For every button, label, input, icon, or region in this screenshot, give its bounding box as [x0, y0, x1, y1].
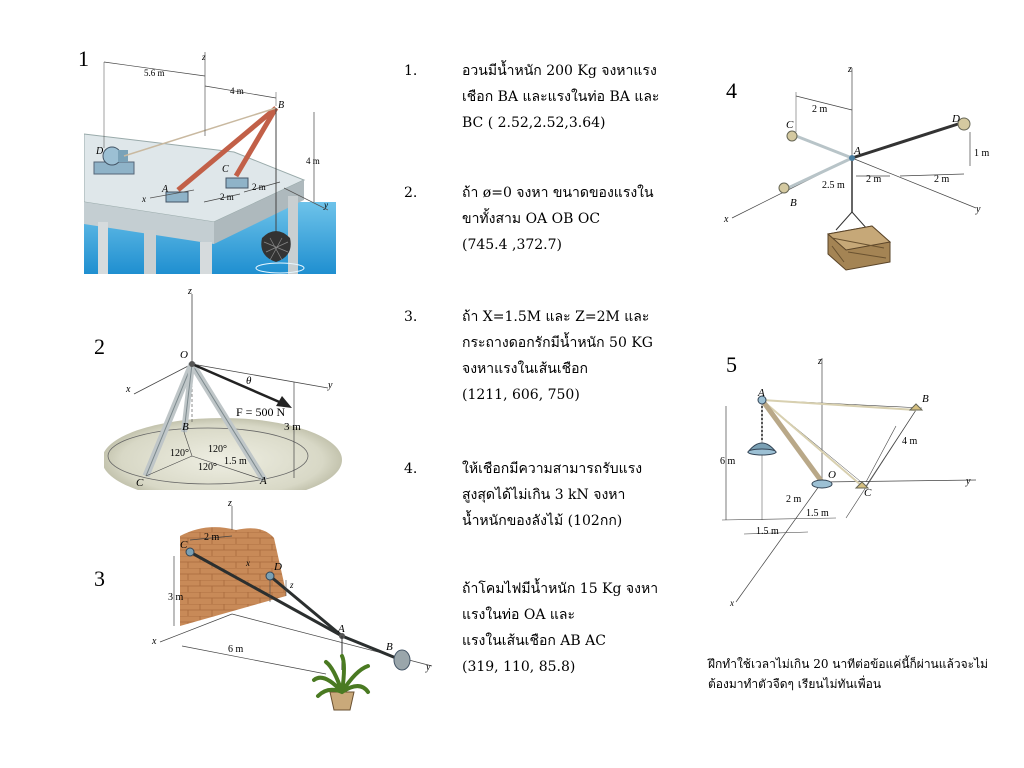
fig3-axis-y: y — [425, 662, 431, 673]
fig2-dim-height: 3 m — [284, 421, 301, 433]
fig3-dim-6m: 6 m — [228, 644, 244, 655]
fig4-dim-2m-top: 2 m — [812, 104, 828, 115]
fig1-label-a: A — [161, 184, 169, 195]
fig1-dim-5-6m: 5.6 m — [144, 68, 165, 78]
fig2-force-label: F = 500 N — [236, 405, 285, 419]
fig3-dim-2m: 2 m — [204, 532, 220, 543]
fig5-label-o: O — [828, 469, 836, 481]
fig4-axis-y: y — [975, 204, 981, 215]
fig1-dim-2m-b: 2 m — [220, 192, 234, 202]
fig4-label-b: B — [790, 197, 797, 209]
figure-5-lamp-pole: 6 m 4 m 2 m 1.5 m 1.5 m A B C O x y z — [720, 356, 977, 608]
figure-number-1: 1 — [78, 46, 89, 71]
problem-1: 1. อวนมีน้ำหนัก 200 Kg จงหาแรง เชือก BA … — [404, 58, 704, 142]
fig4-axis-x: x — [723, 214, 729, 225]
fig2-axis-y: y — [327, 380, 333, 391]
fig5-dim-6m: 6 m — [720, 456, 736, 467]
fig1-dim-4m-vertical: 4 m — [306, 156, 320, 166]
fig2-angle-1: 120° — [208, 444, 227, 455]
problem-4-text: ให้เชือกมีความสามารถรับแรง สูงสุดได้ไม่เ… — [462, 461, 643, 529]
fig3-axis-x: x — [151, 636, 157, 647]
fig5-axis-z: z — [817, 356, 822, 367]
problem-2-text: ถ้า ø=0 จงหา ขนาดของแรงใน ขาทั้งสาม OA O… — [462, 185, 654, 253]
fig2-dim-radius: 1.5 m — [224, 456, 247, 467]
fig3-dim-z: z — [289, 580, 294, 590]
fig2-label-b: B — [182, 421, 189, 433]
problem-1-number: 1. — [404, 63, 418, 79]
problem-2-number: 2. — [404, 185, 418, 201]
fig5-dim-2m: 2 m — [786, 494, 802, 505]
fig2-label-c: C — [136, 477, 144, 489]
fig1-axis-x: x — [141, 194, 146, 204]
fig4-dim-2m-mid: 2 m — [866, 174, 882, 185]
fig3-label-b: B — [386, 641, 393, 653]
figure-4-crate-cables: 2 m 1 m 2.5 m 2 m 2 m A B C D x y z — [723, 64, 990, 271]
fig1-label-c: C — [222, 164, 229, 175]
fig1-dim-4m-horizontal: 4 m — [230, 86, 244, 96]
fig2-angle-2: 120° — [170, 448, 189, 459]
fig3-dim-3m: 3 m — [168, 592, 184, 603]
fig2-label-o: O — [180, 349, 188, 361]
problem-2: 2. ถ้า ø=0 จงหา ขนาดของแรงใน ขาทั้งสาม O… — [404, 180, 704, 264]
fig2-axis-z: z — [187, 286, 192, 297]
problem-3: 3. ถ้า X=1.5M และ Z=2M และ กระถางดอกรักม… — [404, 304, 704, 414]
fig5-label-c: C — [864, 487, 872, 499]
fig1-dim-2m-a: 2 m — [252, 182, 266, 192]
problem-4-number: 4. — [404, 461, 418, 477]
fig4-label-c: C — [786, 119, 794, 131]
fig3-label-c: C — [180, 539, 188, 551]
problem-5: ถ้าโคมไฟมีน้ำหนัก 15 Kg จงหา แรงในท่อ OA… — [404, 576, 704, 686]
fig5-dim-1-5m-b: 1.5 m — [756, 526, 779, 537]
fig4-label-d: D — [951, 113, 960, 125]
problem-1-text: อวนมีน้ำหนัก 200 Kg จงหาแรง เชือก BA และ… — [462, 63, 660, 131]
fig2-angle-3: 120° — [198, 462, 217, 473]
fig4-label-a: A — [853, 145, 861, 157]
problem-5-text: ถ้าโคมไฟมีน้ำหนัก 15 Kg จงหา แรงในท่อ OA… — [462, 581, 659, 675]
problem-3-text: ถ้า X=1.5M และ Z=2M และ กระถางดอกรักมีน้… — [462, 309, 653, 403]
figure-2-tripod: O θ F = 500 N 3 m 1.5 m 120° 120° 120° A… — [104, 286, 352, 496]
fig1-label-b: B — [278, 100, 284, 111]
fig3-dim-x: x — [245, 558, 250, 568]
practice-note: ฝึกทำใช้เวลาไม่เกิน 20 นาทีต่อข้อแค่นี้ก… — [708, 657, 989, 691]
fig1-axis-y: y — [323, 200, 328, 210]
problem-3-number: 3. — [404, 309, 418, 325]
figure-3-wall-plant: 2 m 3 m 6 m x z A B C D x y z — [151, 498, 433, 711]
problem-4: 4. ให้เชือกมีความสามารถรับแรง สูงสุดได้ไ… — [404, 456, 704, 540]
fig5-axis-y: y — [965, 476, 971, 487]
fig1-label-d: D — [95, 146, 104, 157]
figure-number-5: 5 — [726, 352, 737, 377]
fig3-label-d: D — [273, 561, 282, 573]
fig4-dim-2m-right: 2 m — [934, 174, 950, 185]
fig5-dim-1-5m-a: 1.5 m — [806, 508, 829, 519]
figure-number-2: 2 — [94, 334, 105, 359]
fig5-axis-x: x — [729, 598, 734, 608]
fig2-axis-x: x — [125, 384, 131, 395]
fig5-dim-4m: 4 m — [902, 436, 918, 447]
figure-number-4: 4 — [726, 78, 737, 103]
fig5-label-b: B — [922, 393, 929, 405]
figure-number-3: 3 — [94, 566, 105, 591]
fig4-dim-2-5m: 2.5 m — [822, 180, 845, 191]
fig3-label-a: A — [337, 623, 345, 635]
fig2-label-a: A — [259, 475, 267, 487]
fig4-axis-z: z — [847, 64, 852, 75]
fig3-axis-z: z — [227, 498, 232, 509]
fig4-dim-1m: 1 m — [974, 148, 990, 159]
fig2-label-theta: θ — [246, 375, 252, 387]
figure-1-dock-boom: 5.6 m 4 m 4 m 2 m 2 m A B C D x y z — [84, 52, 336, 274]
fig1-axis-z: z — [201, 52, 206, 62]
fig5-label-a: A — [757, 387, 765, 399]
